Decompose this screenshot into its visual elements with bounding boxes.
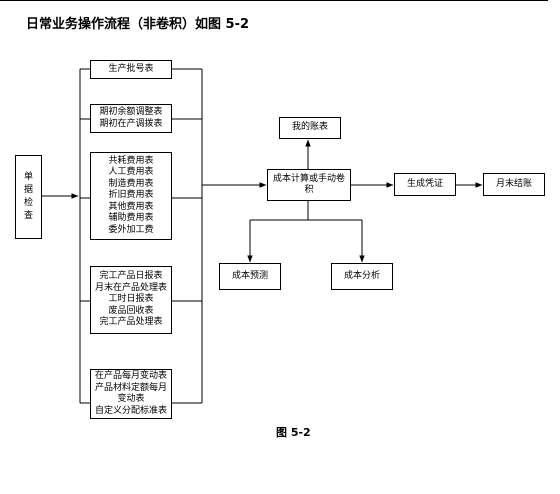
node-generate-voucher: 生成凭证 xyxy=(394,173,456,196)
node-cost-calculation: 成本计算或手动卷积 xyxy=(267,169,351,201)
node-cost-analysis: 成本分析 xyxy=(331,263,393,290)
node-my-reports: 我的账表 xyxy=(279,117,341,139)
node-cost-forecast: 成本预测 xyxy=(219,263,281,290)
node-monthly-changes: 在产品每月变动表产品材料定额每月变动表自定义分配标准表 xyxy=(90,369,172,419)
page-title: 日常业务操作流程（非卷积）如图 5-2 xyxy=(26,17,250,32)
node-opening-adjustment: 期初余额调整表期初在产调拨表 xyxy=(90,104,172,133)
node-expense-tables: 共耗费用表人工费用表制造费用表折旧费用表其他费用表辅助费用表委外加工费 xyxy=(90,152,172,240)
node-batch-table: 生产批号表 xyxy=(90,60,172,79)
top-rule xyxy=(0,0,548,1)
figure-caption: 图 5-2 xyxy=(276,426,311,439)
node-product-reports: 完工产品日报表月末在产品处理表工时日报表废品回收表完工产品处理表 xyxy=(90,266,172,334)
node-document-check: 单据检查 xyxy=(15,155,42,239)
node-month-end-close: 月末结账 xyxy=(483,173,545,196)
